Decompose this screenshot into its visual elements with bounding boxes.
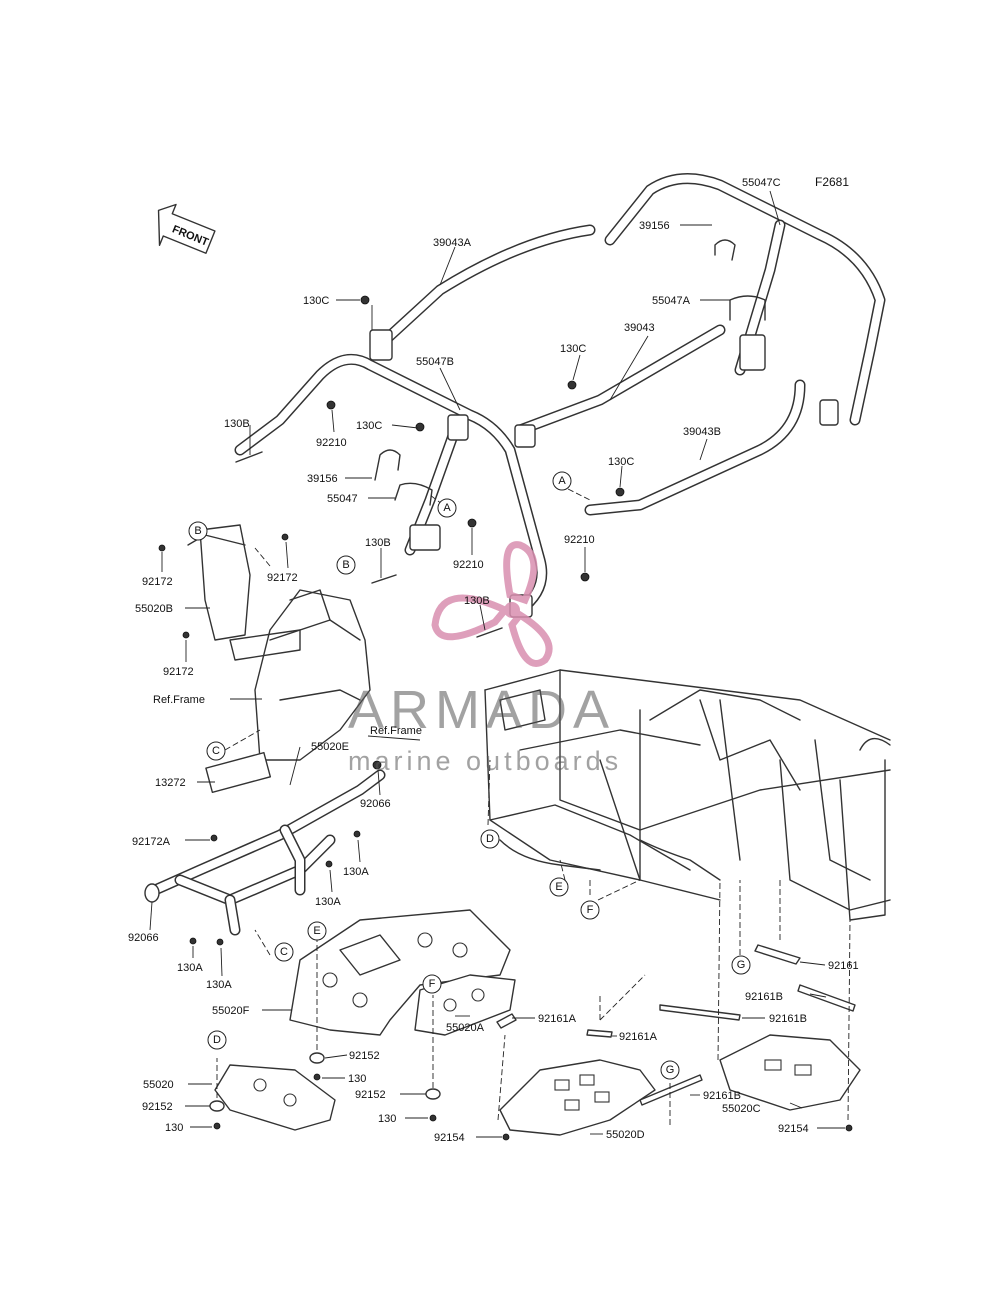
leader-lines (149, 190, 851, 1138)
ref-marker-c-lower: C (274, 942, 294, 962)
part-label-55047: 55047 (327, 493, 358, 505)
part-label-55020: 55020 (143, 1079, 174, 1091)
ref-marker-letter: F (587, 904, 594, 916)
part-label-55047b: 55047B (416, 356, 454, 368)
ref-marker-letter: D (213, 1034, 221, 1046)
ref-marker-letter: G (666, 1064, 675, 1076)
part-label-92172-b: 92172 (267, 572, 298, 584)
ref-marker-letter: A (443, 502, 451, 514)
part-label-92154-right: 92154 (778, 1123, 809, 1135)
watermark-name: ARMADA (348, 680, 615, 740)
ref-marker-a-left: A (437, 498, 457, 518)
ref-marker-e-frame: E (549, 877, 569, 897)
part-label-130a-b: 130A (315, 896, 341, 908)
skid-plates-drawing (214, 909, 861, 1136)
part-label-39043: 39043 (624, 322, 655, 334)
part-label-130c-mid: 130C (560, 343, 586, 355)
part-label-39156-rear: 39156 (639, 220, 670, 232)
part-label-130a-c: 130A (177, 962, 203, 974)
part-label-55047a: 55047A (652, 295, 691, 307)
part-label-130-f: 130 (378, 1113, 396, 1125)
part-label-55047c: 55047C (742, 177, 781, 189)
ref-marker-b-upper: B (188, 521, 208, 541)
part-label-ref-frame-left: Ref.Frame (153, 694, 205, 706)
part-label-55020e: 55020E (311, 741, 349, 753)
ref-marker-b-frame: B (336, 555, 356, 575)
part-label-130c-front: 130C (356, 420, 382, 432)
part-label-130a-d: 130A (206, 979, 232, 991)
ref-marker-g-frame: G (731, 955, 751, 975)
ref-marker-e-plate: E (307, 921, 327, 941)
part-label-55020f: 55020F (212, 1005, 250, 1017)
part-label-92210-right: 92210 (564, 534, 595, 546)
rops-cage-drawing (234, 173, 886, 618)
main-frame-drawing (484, 669, 891, 921)
part-labels: 39043A 130C 55047B 130C 39043 55047C 391… (128, 177, 859, 1144)
ref-marker-letter: C (280, 946, 288, 958)
ref-markers: B B A A C C D D E E F F G G (188, 471, 751, 1080)
fasteners-drawing (158, 295, 853, 1141)
part-label-92152-e: 92152 (349, 1050, 380, 1062)
figure-code: F2681 (815, 175, 849, 189)
ref-marker-letter: G (737, 959, 746, 971)
part-label-92210-mid: 92210 (453, 559, 484, 571)
front-bumper-drawing (144, 769, 386, 936)
part-label-13272: 13272 (155, 777, 186, 789)
part-label-55020d: 55020D (606, 1129, 645, 1141)
ref-marker-letter: B (194, 525, 201, 537)
ref-marker-letter: D (486, 833, 494, 845)
part-label-92152-d: 92152 (142, 1101, 173, 1113)
part-label-92161a-b: 92161A (619, 1031, 658, 1043)
part-label-130-e: 130 (348, 1073, 366, 1085)
part-label-39156-front: 39156 (307, 473, 338, 485)
part-label-ref-frame-right: Ref.Frame (370, 725, 422, 737)
front-frame-drawing (187, 524, 371, 794)
part-label-92161: 92161 (828, 960, 859, 972)
armada-logo-icon (431, 541, 553, 667)
front-arrow-icon: FRONT (157, 203, 216, 254)
part-label-92172-a: 92172 (142, 576, 173, 588)
ref-marker-letter: F (429, 978, 436, 990)
ref-marker-g-strip: G (660, 1060, 680, 1080)
part-label-92154-left: 92154 (434, 1132, 465, 1144)
part-label-92152-f: 92152 (355, 1089, 386, 1101)
part-label-130c-top: 130C (303, 295, 329, 307)
part-label-130a-a: 130A (343, 866, 369, 878)
part-label-92066-left: 92066 (128, 932, 159, 944)
part-label-55020a: 55020A (446, 1022, 485, 1034)
ref-marker-d-plate: D (207, 1030, 227, 1050)
ref-marker-d-frame: D (480, 829, 500, 849)
ref-marker-c-upper: C (206, 741, 226, 761)
part-label-55020c: 55020C (722, 1103, 761, 1115)
ref-marker-a-right: A (552, 471, 572, 491)
part-label-92066-right: 92066 (360, 798, 391, 810)
ref-marker-f-frame: F (580, 900, 600, 920)
part-label-92172a: 92172A (132, 836, 171, 848)
ref-marker-letter: B (342, 559, 349, 571)
part-label-92161b-c: 92161B (703, 1090, 741, 1102)
ref-marker-f-plate: F (422, 974, 442, 994)
part-label-92161a-a: 92161A (538, 1013, 577, 1025)
part-label-130-d: 130 (165, 1122, 183, 1134)
part-label-92172-c: 92172 (163, 666, 194, 678)
ref-marker-letter: C (212, 745, 220, 757)
part-label-39043b: 39043B (683, 426, 721, 438)
ref-marker-letter: E (555, 881, 562, 893)
part-label-130b-right: 130B (464, 595, 490, 607)
part-label-92210-left: 92210 (316, 437, 347, 449)
part-label-92161b-a: 92161B (745, 991, 783, 1003)
part-label-55020b: 55020B (135, 603, 173, 615)
part-label-92161b-b: 92161B (769, 1013, 807, 1025)
ref-marker-letter: A (558, 475, 566, 487)
part-label-39043a: 39043A (433, 237, 472, 249)
watermark-tagline: marine outboards (348, 746, 622, 776)
part-label-130b-mid: 130B (365, 537, 391, 549)
part-label-130b-left: 130B (224, 418, 250, 430)
ref-marker-letter: E (313, 925, 320, 937)
part-label-130c-lower: 130C (608, 456, 634, 468)
